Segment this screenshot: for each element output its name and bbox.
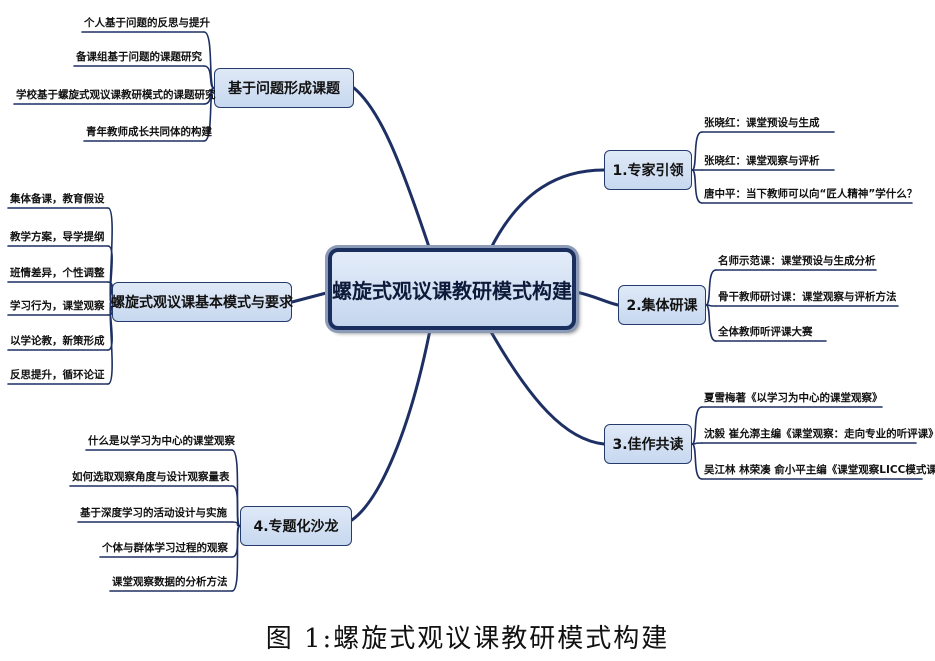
leaf-connector xyxy=(107,301,113,385)
leaf-item: 骨干教师研讨课：课堂观察与评析方法 xyxy=(718,290,897,303)
mind-map: 螺旋式观议课教研模式构建 基于问题形成课题 个人基于问题的反思与提升 备课组基于… xyxy=(7,16,935,592)
branch-topic-collective: 2.集体研课 xyxy=(618,285,706,325)
connector-line xyxy=(488,168,606,252)
leaf-item: 如何选取观察角度与设计观察量表 xyxy=(72,470,230,483)
leaf-item: 学校基于螺旋式观议课教研模式的课题研究 xyxy=(16,88,216,101)
leaf-item: 以学论教，新策形成 xyxy=(10,334,105,347)
branch-topic-reading: 3.佳作共读 xyxy=(604,424,692,464)
leaf-item: 反思提升，循环论证 xyxy=(10,368,105,381)
leaf-item: 吴江林 林荣凑 俞小平主编《课堂观察LICC模式课例集》 xyxy=(704,463,935,476)
connector-line xyxy=(574,290,620,307)
connector-line xyxy=(488,328,606,446)
leaf-connector xyxy=(203,31,215,89)
leaf-item: 教学方案，导学提纲 xyxy=(10,230,105,243)
leaf-item: 个体与群体学习过程的观察 xyxy=(102,541,228,554)
leaf-connector xyxy=(691,169,703,204)
leaf-item: 班情差异，个性调整 xyxy=(10,266,105,279)
leaf-connector xyxy=(203,87,215,142)
leaf-item: 个人基于问题的反思与提升 xyxy=(84,16,210,29)
leaf-item: 青年教师成长共同体的构建 xyxy=(86,125,212,138)
central-topic: 螺旋式观议课教研模式构建 xyxy=(328,248,576,330)
leaf-connector xyxy=(691,406,703,445)
branch-topic-basic-mode: 螺旋式观议课基本模式与要求 xyxy=(111,282,293,322)
leaf-item: 夏雪梅著《以学习为中心的课堂观察》 xyxy=(704,391,883,404)
leaf-item: 张晓红：课堂预设与生成 xyxy=(704,116,820,129)
leaf-connector xyxy=(691,131,703,171)
leaf-item: 集体备课，教育假设 xyxy=(10,192,105,205)
leaf-item: 备课组基于问题的课题研究 xyxy=(76,50,202,63)
leaf-connector xyxy=(231,525,241,592)
connector-line xyxy=(290,290,332,304)
leaf-item: 沈毅 崔允漷主编《课堂观察：走向专业的听评课》 xyxy=(704,427,935,440)
connector-lines xyxy=(7,31,923,592)
branch-topic-problem-research: 基于问题形成课题 xyxy=(214,68,354,108)
leaf-connector xyxy=(691,443,703,480)
branch-topic-expert: 1.专家引领 xyxy=(604,150,692,190)
leaf-item: 基于深度学习的活动设计与实施 xyxy=(80,506,227,519)
branch-topic-salon: 4.专题化沙龙 xyxy=(240,506,352,546)
leaf-item: 什么是以学习为中心的课堂观察 xyxy=(88,434,235,447)
leaf-item: 张晓红：课堂观察与评析 xyxy=(704,154,820,167)
figure-caption: 图 1:螺旋式观议课教研模式构建 xyxy=(265,624,670,654)
leaf-connector xyxy=(203,65,215,89)
connector-line xyxy=(350,328,432,522)
leaf-item: 唐中平：当下教师可以向“匠人精神”学什么？ xyxy=(704,187,918,200)
connector-line xyxy=(352,86,432,252)
leaf-connector xyxy=(705,304,717,342)
leaf-connector xyxy=(231,485,241,527)
leaf-connector xyxy=(705,269,717,306)
leaf-item: 名师示范课：课堂预设与生成分析 xyxy=(718,254,876,267)
leaf-item: 课堂观察数据的分析方法 xyxy=(112,575,228,588)
leaf-item: 全体教师听评课大赛 xyxy=(718,325,813,338)
leaf-item: 学习行为，课堂观察 xyxy=(10,299,105,312)
